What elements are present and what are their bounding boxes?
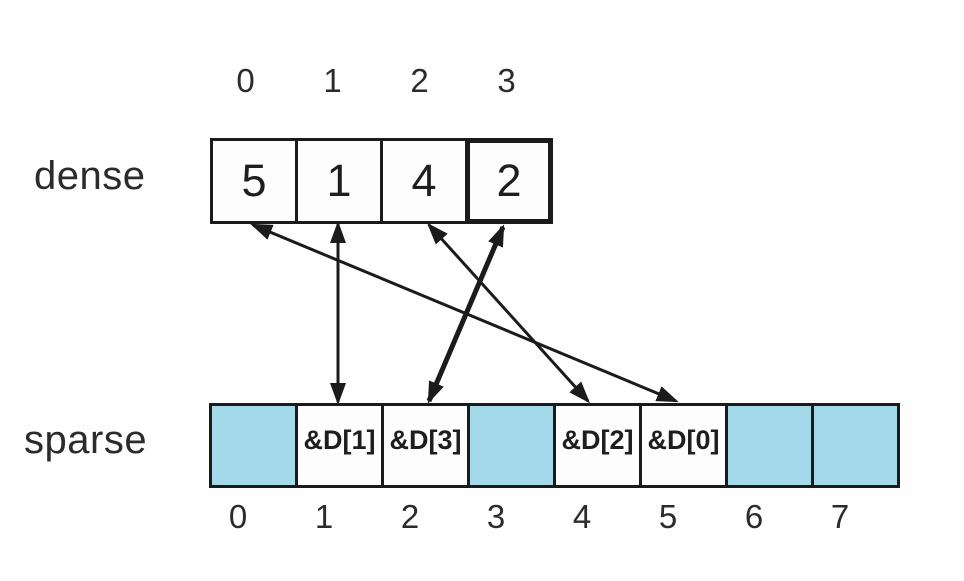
- sparse-index-1: 1: [314, 498, 334, 535]
- sparse-index-0: 0: [228, 498, 248, 535]
- sparse-index-7: 7: [830, 498, 850, 535]
- sparse-index-2: 2: [400, 498, 420, 535]
- dense-cell-1: 1: [295, 138, 383, 224]
- sparse-index-4: 4: [572, 498, 592, 535]
- dense-cell-1-value: 1: [326, 155, 352, 206]
- sparse-cell-0: [209, 403, 298, 488]
- sparse-index-row: 0 1 2 3 4 5 6 7: [195, 500, 883, 533]
- sparse-cell-6: [725, 403, 814, 488]
- dense-index-2: 2: [410, 62, 429, 99]
- dense-cell-2: 4: [380, 138, 468, 224]
- sparse-cell-5: &D[0]: [639, 403, 728, 488]
- dense-cell-0: 5: [210, 138, 298, 224]
- sparse-cell-7: [811, 403, 900, 488]
- arrow-dense3-sparse2: [426, 224, 506, 404]
- sparse-array: &D[1] &D[3] &D[2] &D[0]: [209, 403, 900, 488]
- sparse-cell-4: &D[2]: [553, 403, 642, 488]
- dense-index-1: 1: [323, 62, 342, 99]
- dense-index-row: 0 1 2 3: [202, 64, 550, 97]
- sparse-cell-1: &D[1]: [295, 403, 384, 488]
- dense-array-label: dense: [34, 154, 146, 198]
- dense-cell-3: 2: [465, 138, 553, 224]
- sparse-cell-5-value: &D[0]: [647, 425, 720, 455]
- dense-index-0: 0: [236, 62, 255, 99]
- sparse-array-label: sparse: [24, 418, 148, 462]
- sparse-cell-2-value: &D[3]: [389, 425, 462, 455]
- dense-index-3: 3: [497, 62, 516, 99]
- dense-cell-2-value: 4: [411, 155, 437, 206]
- arrow-dense2-sparse4: [426, 222, 591, 404]
- dense-array: 5 1 4 2: [210, 138, 553, 224]
- sparse-cell-2: &D[3]: [381, 403, 470, 488]
- dense-cell-3-value: 2: [496, 155, 522, 206]
- sparse-index-5: 5: [658, 498, 678, 535]
- arrow-dense0-sparse5: [250, 223, 679, 403]
- sparse-cell-3: [467, 403, 556, 488]
- sparse-cell-4-value: &D[2]: [561, 425, 634, 455]
- sparse-index-6: 6: [744, 498, 764, 535]
- dense-cell-0-value: 5: [241, 155, 267, 206]
- sparse-index-3: 3: [486, 498, 506, 535]
- sparse-cell-1-value: &D[1]: [303, 425, 376, 455]
